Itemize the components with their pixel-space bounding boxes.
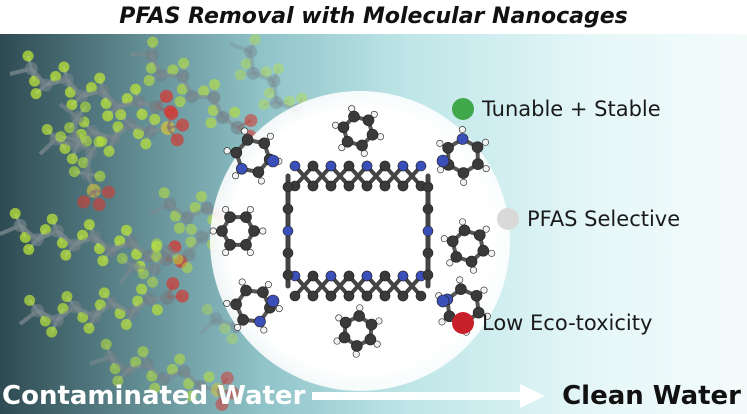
illustration-panel: Tunable + Stable PFAS Selective Low Eco-… [0, 34, 747, 414]
feature-pfas-selective: PFAS Selective [497, 207, 680, 231]
flow-arrow-icon [312, 384, 545, 408]
gray-dot-icon [497, 208, 519, 230]
feature-label: Tunable + Stable [482, 97, 661, 121]
feature-low-eco-toxicity: Low Eco-toxicity [452, 311, 652, 335]
contaminated-water-label: Contaminated Water [2, 381, 306, 411]
molecular-nanocage [209, 105, 496, 358]
green-dot-icon [452, 98, 474, 120]
feature-label: PFAS Selective [527, 207, 681, 231]
clean-water-label: Clean Water [562, 381, 741, 411]
figure-title: PFAS Removal with Molecular Nanocages [119, 4, 628, 29]
feature-label: Low Eco-toxicity [482, 311, 653, 335]
red-dot-icon [452, 312, 474, 334]
pfas-molecules [0, 34, 377, 411]
feature-tunable-stable: Tunable + Stable [452, 97, 661, 121]
flow-bar: Contaminated Water Clean Water [0, 378, 747, 414]
